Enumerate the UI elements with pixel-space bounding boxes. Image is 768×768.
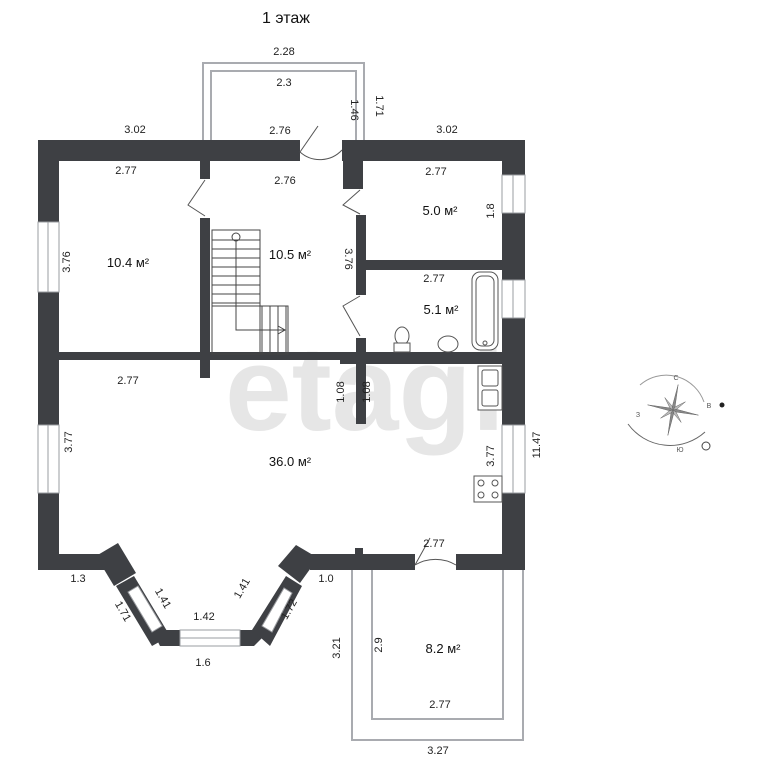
dim-kitchen-height: 3.77 (485, 445, 497, 466)
dim-small-width: 2.77 (425, 166, 446, 178)
terrace-outline (351, 566, 524, 741)
area-stair-room: 10.5 м² (269, 247, 312, 262)
wall-left (38, 140, 59, 570)
toilet-tank (393, 342, 411, 353)
wall-int-h2 (356, 260, 502, 270)
dim-bay-seg-c: 1.41 (232, 576, 253, 601)
area-main-room: 36.0 м² (269, 454, 312, 469)
porch-inner-outline (210, 70, 357, 140)
dim-total-height: 11.47 (531, 432, 543, 459)
floor-title: 1 этаж (262, 10, 310, 27)
area-terrace: 8.2 м² (426, 641, 462, 656)
door-left-room (187, 179, 206, 217)
window-bay-right (261, 587, 293, 633)
compass-rose (647, 384, 699, 436)
wall-int-e (356, 338, 366, 424)
bathroom-fixtures (393, 271, 499, 353)
dim-bath-width: 2.77 (423, 273, 444, 285)
dim-corridor-right: 1.08 (361, 381, 373, 402)
wall-int-f (355, 548, 363, 558)
toilet (394, 326, 410, 346)
door-entrance (299, 125, 343, 161)
wall-int-d (356, 215, 366, 295)
area-small-room: 5.0 м² (423, 203, 459, 218)
dim-porch-right-side: 1.71 (373, 95, 385, 116)
dim-bay-front-inner: 1.42 (193, 611, 214, 623)
door-bathroom (342, 295, 361, 337)
stair-direction-line (235, 241, 285, 331)
dim-small-height: 1.8 (485, 203, 497, 218)
wall-top-left (38, 140, 208, 161)
stove (473, 475, 503, 503)
bay-corner-left (96, 543, 136, 586)
dim-stair-width: 2.76 (274, 175, 295, 187)
wall-int-a (200, 161, 210, 179)
sun-icon (701, 441, 711, 451)
dim-porch-left-side: 1.46 (348, 99, 360, 120)
doors (187, 125, 457, 566)
porch-outline (202, 62, 365, 140)
dim-left-room-height: 3.76 (61, 251, 73, 272)
dim-stair-height: 3.76 (342, 248, 354, 269)
dim-main-height-left: 3.77 (63, 431, 75, 452)
wall-bottom-right (456, 554, 525, 570)
compass-west: З (636, 412, 640, 419)
dim-terrace-inner-left: 2.9 (373, 637, 385, 652)
staircase (211, 229, 289, 355)
dim-terrace-outer-left: 3.21 (331, 637, 343, 658)
wall-int-b (200, 218, 210, 378)
compass-south: Ю (676, 447, 683, 454)
kitchen-fixtures (473, 365, 503, 503)
compass-ray (672, 401, 686, 411)
wall-top-right (342, 140, 525, 161)
compass: С В Ю З (627, 374, 725, 454)
dim-left-room-width: 2.77 (115, 165, 136, 177)
terrace-inner-outline (371, 566, 504, 720)
bay-corner-right (278, 545, 318, 583)
dim-bay-left-wall: 1.3 (70, 573, 85, 585)
stair-arrow (277, 325, 287, 335)
windows (37, 174, 526, 647)
door-terrace (414, 537, 457, 566)
dim-bottom-right: 2.77 (423, 538, 444, 550)
dim-top-left: 3.02 (124, 124, 145, 136)
compass-north: С (673, 375, 678, 382)
area-bathroom: 5.1 м² (424, 302, 460, 317)
dim-bay-front-outer: 1.6 (195, 657, 210, 669)
dim-corridor-left: 1.08 (335, 381, 347, 402)
stair-lower (211, 305, 289, 355)
dim-porch-inner: 2.3 (276, 77, 291, 89)
wall-int-c (343, 161, 363, 189)
compass-east: В (707, 403, 712, 410)
wall-bottom-left (38, 554, 108, 570)
wall-bottom-mid (310, 554, 415, 570)
wall-int-h1 (59, 352, 359, 360)
compass-dot (719, 402, 725, 408)
dim-top-right: 3.02 (436, 124, 457, 136)
wall-top-mid (208, 140, 300, 161)
bathtub-drain (482, 340, 488, 346)
dim-bay-seg-b: 1.41 (152, 586, 173, 611)
wall-int-h3 (340, 352, 512, 364)
dim-main-width: 2.77 (117, 375, 138, 387)
dim-terrace-inner-bottom: 2.77 (429, 699, 450, 711)
window-bay-left (127, 585, 163, 633)
sink (437, 335, 459, 353)
dim-terrace-outer-bottom: 3.27 (427, 745, 448, 757)
dim-bay-right-wall: 1.0 (318, 573, 333, 585)
dim-porch-top: 2.28 (273, 46, 294, 58)
dim-top-mid: 2.76 (269, 125, 290, 137)
compass-arc (627, 423, 706, 446)
door-small-room (342, 189, 361, 215)
area-left-room: 10.4 м² (107, 255, 150, 270)
